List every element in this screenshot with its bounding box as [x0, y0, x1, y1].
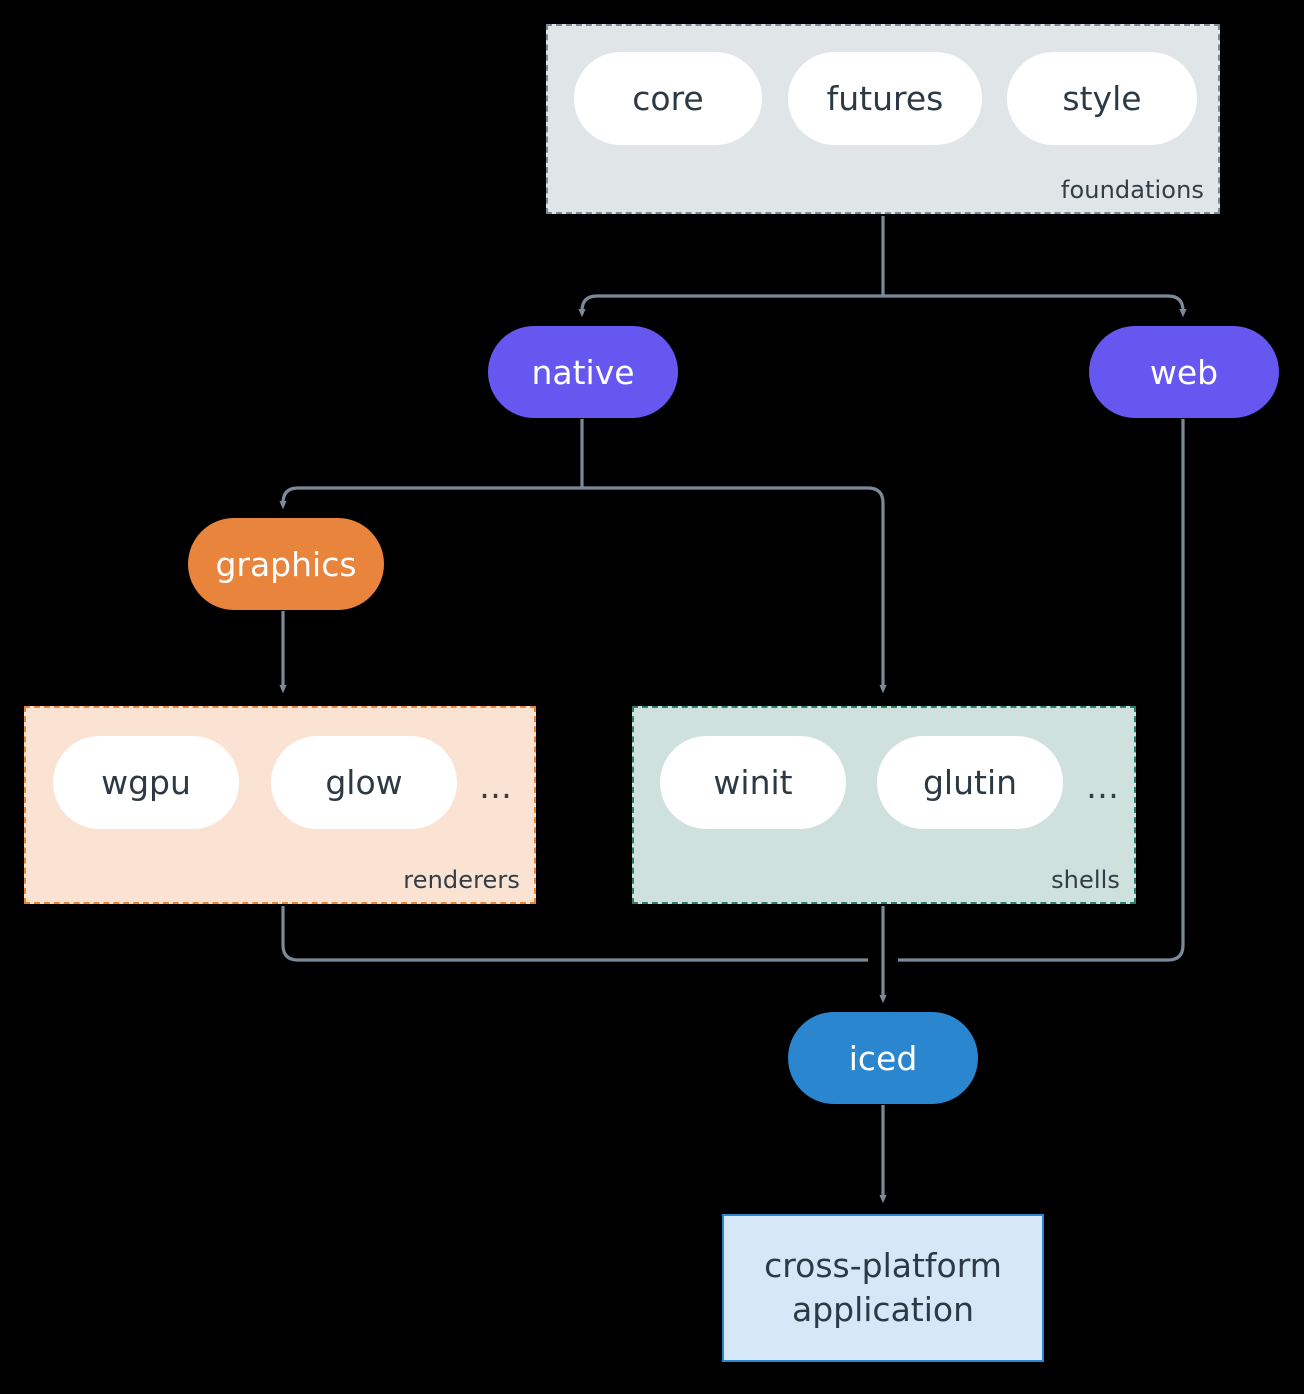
node-winit-label: winit — [713, 763, 793, 802]
edge-foundations-to-native — [578, 294, 883, 318]
node-web[interactable]: web — [1089, 326, 1279, 418]
renderers-overflow-ellipsis: … — [479, 767, 512, 806]
cluster-renderers: wgpu glow … renderers — [24, 706, 536, 904]
shells-overflow-ellipsis: … — [1086, 767, 1119, 806]
node-iced[interactable]: iced — [788, 1012, 978, 1104]
node-cross-platform-application[interactable]: cross-platform application — [722, 1214, 1044, 1362]
edge-native-to-shells — [582, 486, 887, 694]
node-glutin-label: glutin — [922, 763, 1018, 802]
node-web-label: web — [1149, 352, 1219, 392]
node-glow[interactable]: glow — [271, 736, 457, 829]
cluster-foundations-label: foundations — [1060, 176, 1204, 204]
cluster-shells-label: shells — [1051, 866, 1120, 894]
node-wgpu-label: wgpu — [101, 763, 191, 802]
node-glow-label: glow — [325, 763, 403, 802]
application-label-line2: application — [791, 1290, 975, 1329]
cluster-shells: winit glutin … shells — [632, 706, 1136, 904]
node-iced-label: iced — [848, 1038, 918, 1078]
node-core[interactable]: core — [574, 52, 762, 145]
node-winit[interactable]: winit — [660, 736, 846, 829]
node-wgpu[interactable]: wgpu — [53, 736, 239, 829]
node-core-label: core — [632, 79, 704, 118]
node-graphics[interactable]: graphics — [188, 518, 384, 610]
node-futures-label: futures — [826, 79, 944, 118]
cluster-foundations: core futures style foundations — [546, 24, 1220, 214]
cluster-renderers-label: renderers — [403, 866, 520, 894]
node-native[interactable]: native — [488, 326, 678, 418]
node-style[interactable]: style — [1007, 52, 1197, 145]
node-glutin[interactable]: glutin — [877, 736, 1063, 829]
node-native-label: native — [531, 352, 635, 392]
edge-foundations-to-web — [883, 294, 1187, 318]
node-futures[interactable]: futures — [788, 52, 982, 145]
edge-native-to-graphics — [279, 486, 582, 510]
node-style-label: style — [1062, 79, 1142, 118]
edge-renderers-to-iced — [281, 906, 868, 962]
node-graphics-label: graphics — [215, 544, 357, 584]
application-label-line1: cross-platform — [764, 1245, 1002, 1285]
